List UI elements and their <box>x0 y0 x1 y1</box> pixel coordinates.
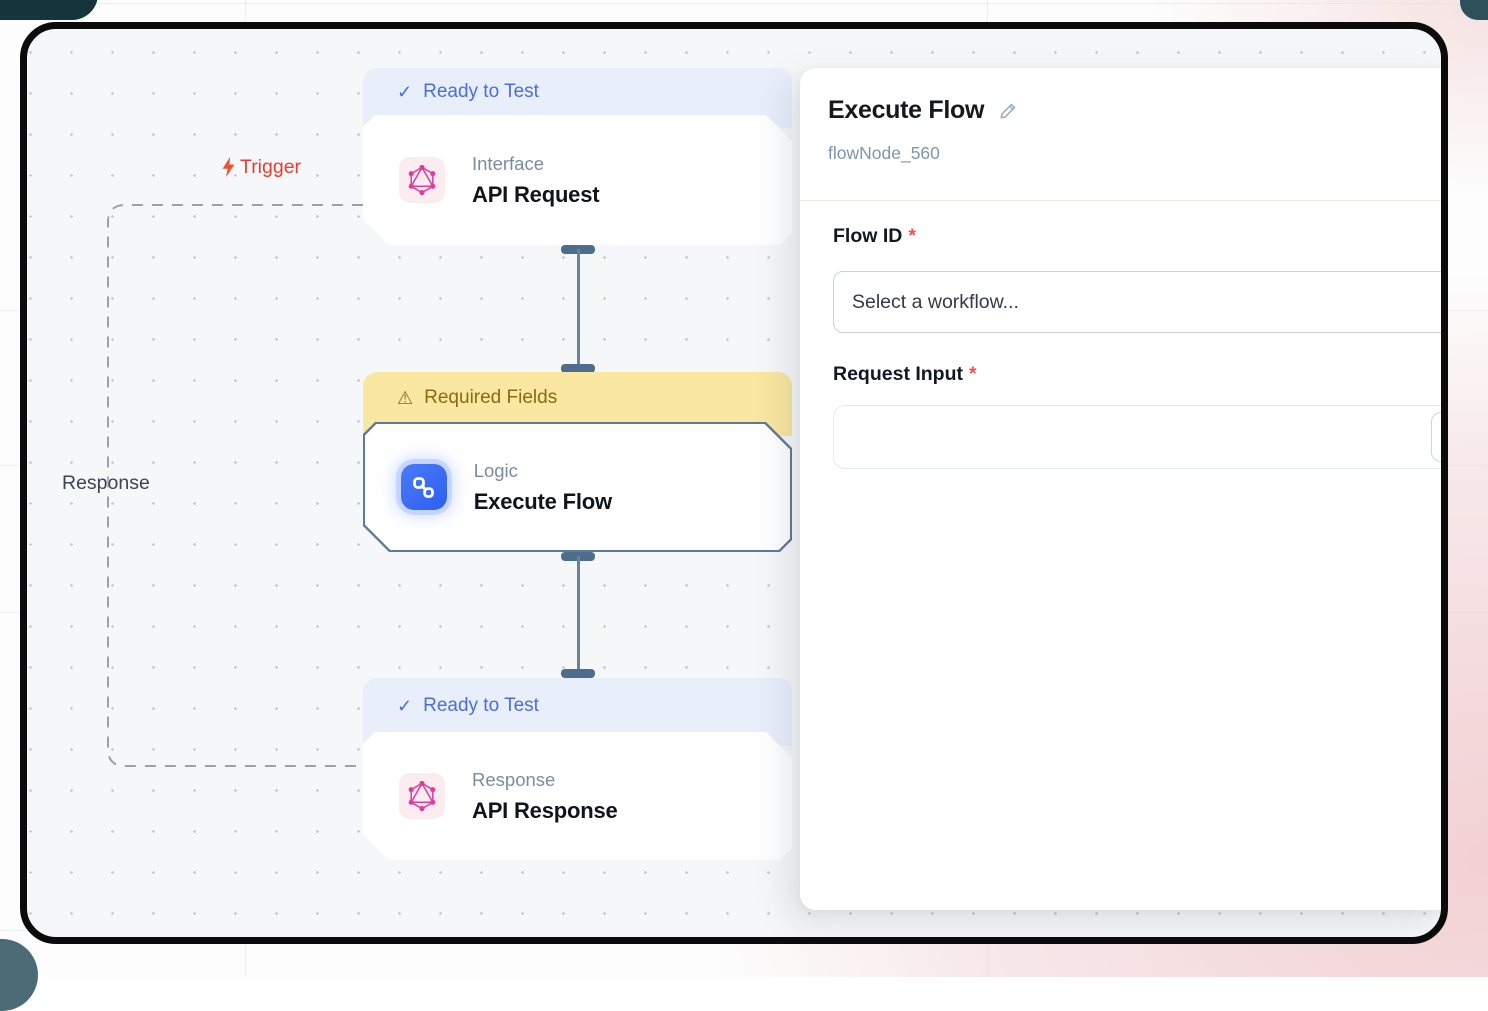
divider <box>800 200 1448 201</box>
check-icon: ✓ <box>397 697 412 715</box>
corner-accent <box>0 0 98 20</box>
node-card[interactable]: Interface API Request <box>363 115 792 245</box>
select-placeholder: Select a workflow... <box>852 291 1019 314</box>
trigger-label-text: Trigger <box>240 156 301 179</box>
node-id: flowNode_560 <box>828 143 940 164</box>
flow-icon <box>401 464 447 510</box>
node-connector[interactable] <box>561 245 595 373</box>
node-connector[interactable] <box>561 552 595 678</box>
warning-icon: ⚠ <box>397 389 413 407</box>
panel-title: Execute Flow <box>828 96 984 125</box>
required-asterisk: * <box>908 225 916 247</box>
node-card-selected[interactable]: Logic Execute Flow <box>363 422 792 552</box>
request-input-field[interactable] <box>833 405 1448 469</box>
node-card[interactable]: Response API Response <box>363 732 792 860</box>
node-config-panel: Execute Flow flowNode_560 Flow ID* Selec… <box>800 68 1448 910</box>
connector-endpoint[interactable] <box>561 669 595 678</box>
trigger-label: Trigger <box>220 155 301 179</box>
flow-editor-window: Trigger Response ✓ Ready to Test <box>20 22 1448 944</box>
flow-id-select[interactable]: Select a workflow... <box>833 271 1448 333</box>
graphql-icon <box>399 157 445 203</box>
node-status-text: Required Fields <box>424 387 557 409</box>
node-title: API Response <box>472 798 618 824</box>
connector-line <box>577 556 580 674</box>
response-label: Response <box>62 472 150 495</box>
graphql-icon <box>399 773 445 819</box>
expand-editor-button[interactable]: E <box>1431 412 1448 462</box>
edit-title-icon[interactable] <box>997 99 1020 122</box>
node-status-text: Ready to Test <box>423 695 539 717</box>
request-input-label: Request Input* <box>833 363 977 386</box>
lightning-icon <box>220 155 237 179</box>
node-api-request[interactable]: ✓ Ready to Test <box>363 68 792 245</box>
flow-id-label: Flow ID* <box>833 225 916 248</box>
node-category: Logic <box>474 460 612 482</box>
node-title: API Request <box>472 182 599 208</box>
node-status-text: Ready to Test <box>423 81 539 103</box>
connector-line <box>577 249 580 369</box>
node-execute-flow[interactable]: ⚠ Required Fields Logic Execute Flow <box>363 372 792 552</box>
required-asterisk: * <box>969 363 977 385</box>
node-api-response[interactable]: ✓ Ready to Test <box>363 678 792 860</box>
node-category: Interface <box>472 153 599 175</box>
check-icon: ✓ <box>397 83 412 101</box>
node-category: Response <box>472 769 618 791</box>
node-title: Execute Flow <box>474 489 612 515</box>
